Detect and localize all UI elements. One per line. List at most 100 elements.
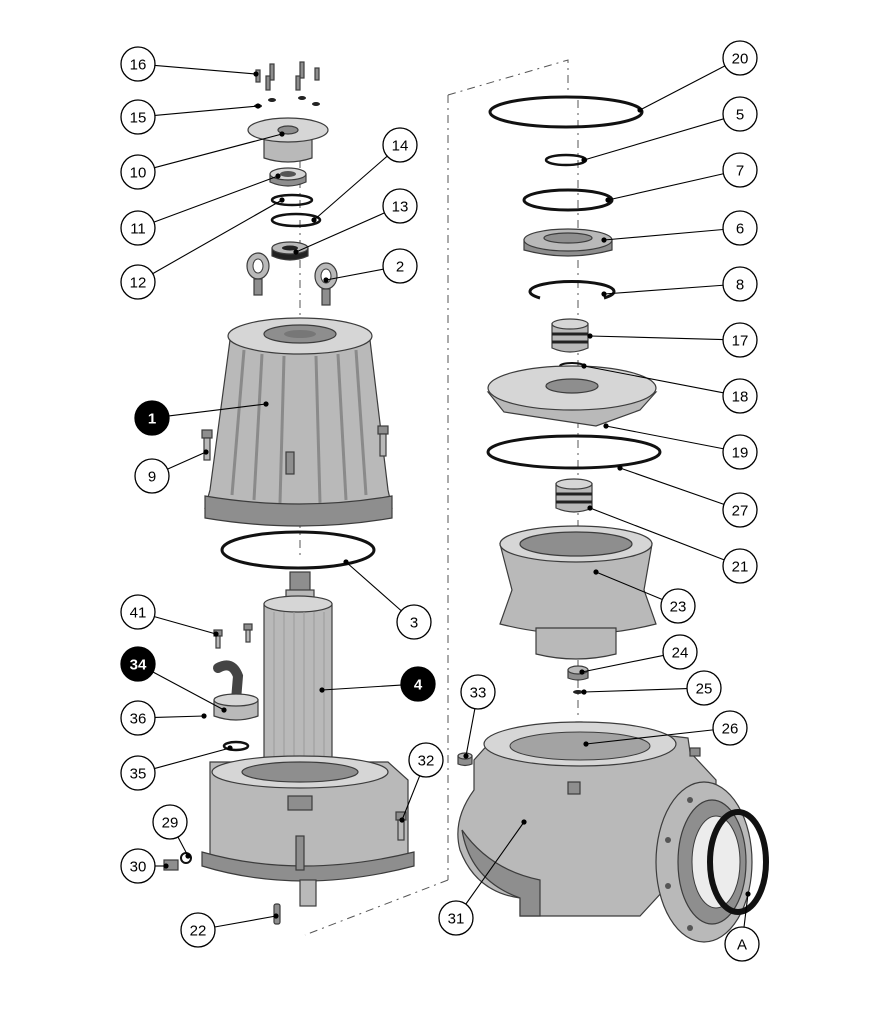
leader-18 xyxy=(583,365,724,394)
callout-7: 7 xyxy=(722,152,758,188)
callout-circle xyxy=(120,700,156,736)
callout-circle xyxy=(686,670,722,706)
leader-9 xyxy=(167,451,207,470)
leader-dot-9 xyxy=(203,449,209,455)
part-housing-1 xyxy=(204,317,393,527)
callout-circle xyxy=(382,248,418,284)
leader-dot-31 xyxy=(521,819,527,825)
callout-16: 16 xyxy=(120,46,156,82)
callout-circle xyxy=(722,96,758,132)
callout-number: 29 xyxy=(162,815,179,832)
callout-number: 15 xyxy=(130,110,147,127)
part-ring-7 xyxy=(522,188,614,212)
part-cable-gland-34-36 xyxy=(213,660,259,721)
leader-8 xyxy=(603,284,724,295)
leader-dot-11 xyxy=(275,173,281,179)
leader-dot-30 xyxy=(163,863,169,869)
leader-dot-25 xyxy=(581,689,587,695)
part-seal-housing-19 xyxy=(486,365,658,427)
part-oring-3 xyxy=(220,530,376,570)
leader-6 xyxy=(603,228,724,241)
callout-circle xyxy=(180,912,216,948)
callout-circle xyxy=(722,210,758,246)
leader-dot-16 xyxy=(253,71,259,77)
callout-circle xyxy=(662,634,698,670)
leader-dot-22 xyxy=(273,913,279,919)
callout-number: 31 xyxy=(448,911,465,928)
callout-circle xyxy=(120,755,156,791)
callout-number: 25 xyxy=(696,681,713,698)
callout-number: 41 xyxy=(130,605,147,622)
callout-circle xyxy=(660,588,696,624)
leader-22 xyxy=(214,915,277,928)
callout-8: 8 xyxy=(722,266,758,302)
callout-circle xyxy=(724,926,760,962)
leader-dot-7 xyxy=(605,197,611,203)
callout-number: 27 xyxy=(732,503,749,520)
callout-number: 33 xyxy=(470,685,487,702)
part-washer-25 xyxy=(573,690,583,694)
callout-circle xyxy=(722,40,758,76)
callout-number: 4 xyxy=(414,677,423,694)
leader-dot-23 xyxy=(593,569,599,575)
leader-dot-20 xyxy=(637,107,643,113)
callout-20: 20 xyxy=(722,40,758,76)
callout-number: 13 xyxy=(392,199,409,216)
callout-A: A xyxy=(724,926,760,962)
callout-circle xyxy=(120,594,156,630)
callout-number: 9 xyxy=(148,469,156,486)
callout-circle xyxy=(120,646,156,682)
leader-7 xyxy=(607,173,724,201)
callout-25: 25 xyxy=(686,670,722,706)
leader-dot-27 xyxy=(617,465,623,471)
callout-36: 36 xyxy=(120,700,156,736)
leader-dot-21 xyxy=(587,505,593,511)
leader-20 xyxy=(639,65,726,111)
callout-15: 15 xyxy=(120,99,156,135)
leader-1 xyxy=(168,403,267,417)
callout-33: 33 xyxy=(460,674,496,710)
callout-circle xyxy=(722,492,758,528)
part-ring-35 xyxy=(222,740,250,752)
callout-number: 34 xyxy=(130,657,147,674)
leader-36 xyxy=(154,715,205,719)
part-rotor-4 xyxy=(263,571,333,785)
leader-29 xyxy=(177,836,189,857)
part-bolts-9 xyxy=(201,425,389,461)
callout-6: 6 xyxy=(722,210,758,246)
leader-A xyxy=(743,893,749,928)
leader-dot-17 xyxy=(587,333,593,339)
leader-11 xyxy=(153,175,279,223)
callout-22: 22 xyxy=(180,912,216,948)
callout-number: 10 xyxy=(130,165,147,182)
callout-circle xyxy=(396,604,432,640)
callout-3: 3 xyxy=(396,604,432,640)
callout-number: 30 xyxy=(130,859,147,876)
callout-circle xyxy=(120,99,156,135)
callout-circle xyxy=(120,264,156,300)
leader-5 xyxy=(583,118,724,161)
callout-18: 18 xyxy=(722,378,758,414)
part-circlip-12 xyxy=(270,193,314,207)
callout-number: 24 xyxy=(672,645,689,662)
part-nut-24 xyxy=(567,665,589,681)
callout-14: 14 xyxy=(382,127,418,163)
leader-14 xyxy=(313,155,388,221)
callout-number: 7 xyxy=(736,163,744,180)
leader-dot-36 xyxy=(201,713,207,719)
callout-4: 4 xyxy=(400,666,436,702)
part-ring-20 xyxy=(488,95,644,129)
leader-dot-5 xyxy=(581,157,587,163)
callout-number: 20 xyxy=(732,51,749,68)
callout-circle xyxy=(120,848,156,884)
callout-circle xyxy=(134,400,170,436)
callout-5: 5 xyxy=(722,96,758,132)
leader-dot-33 xyxy=(463,753,469,759)
callout-34: 34 xyxy=(120,646,156,682)
callout-35: 35 xyxy=(120,755,156,791)
callout-circle xyxy=(382,127,418,163)
part-pump-casing-31 xyxy=(457,721,753,943)
callout-number: 23 xyxy=(670,599,687,616)
callout-21: 21 xyxy=(722,548,758,584)
